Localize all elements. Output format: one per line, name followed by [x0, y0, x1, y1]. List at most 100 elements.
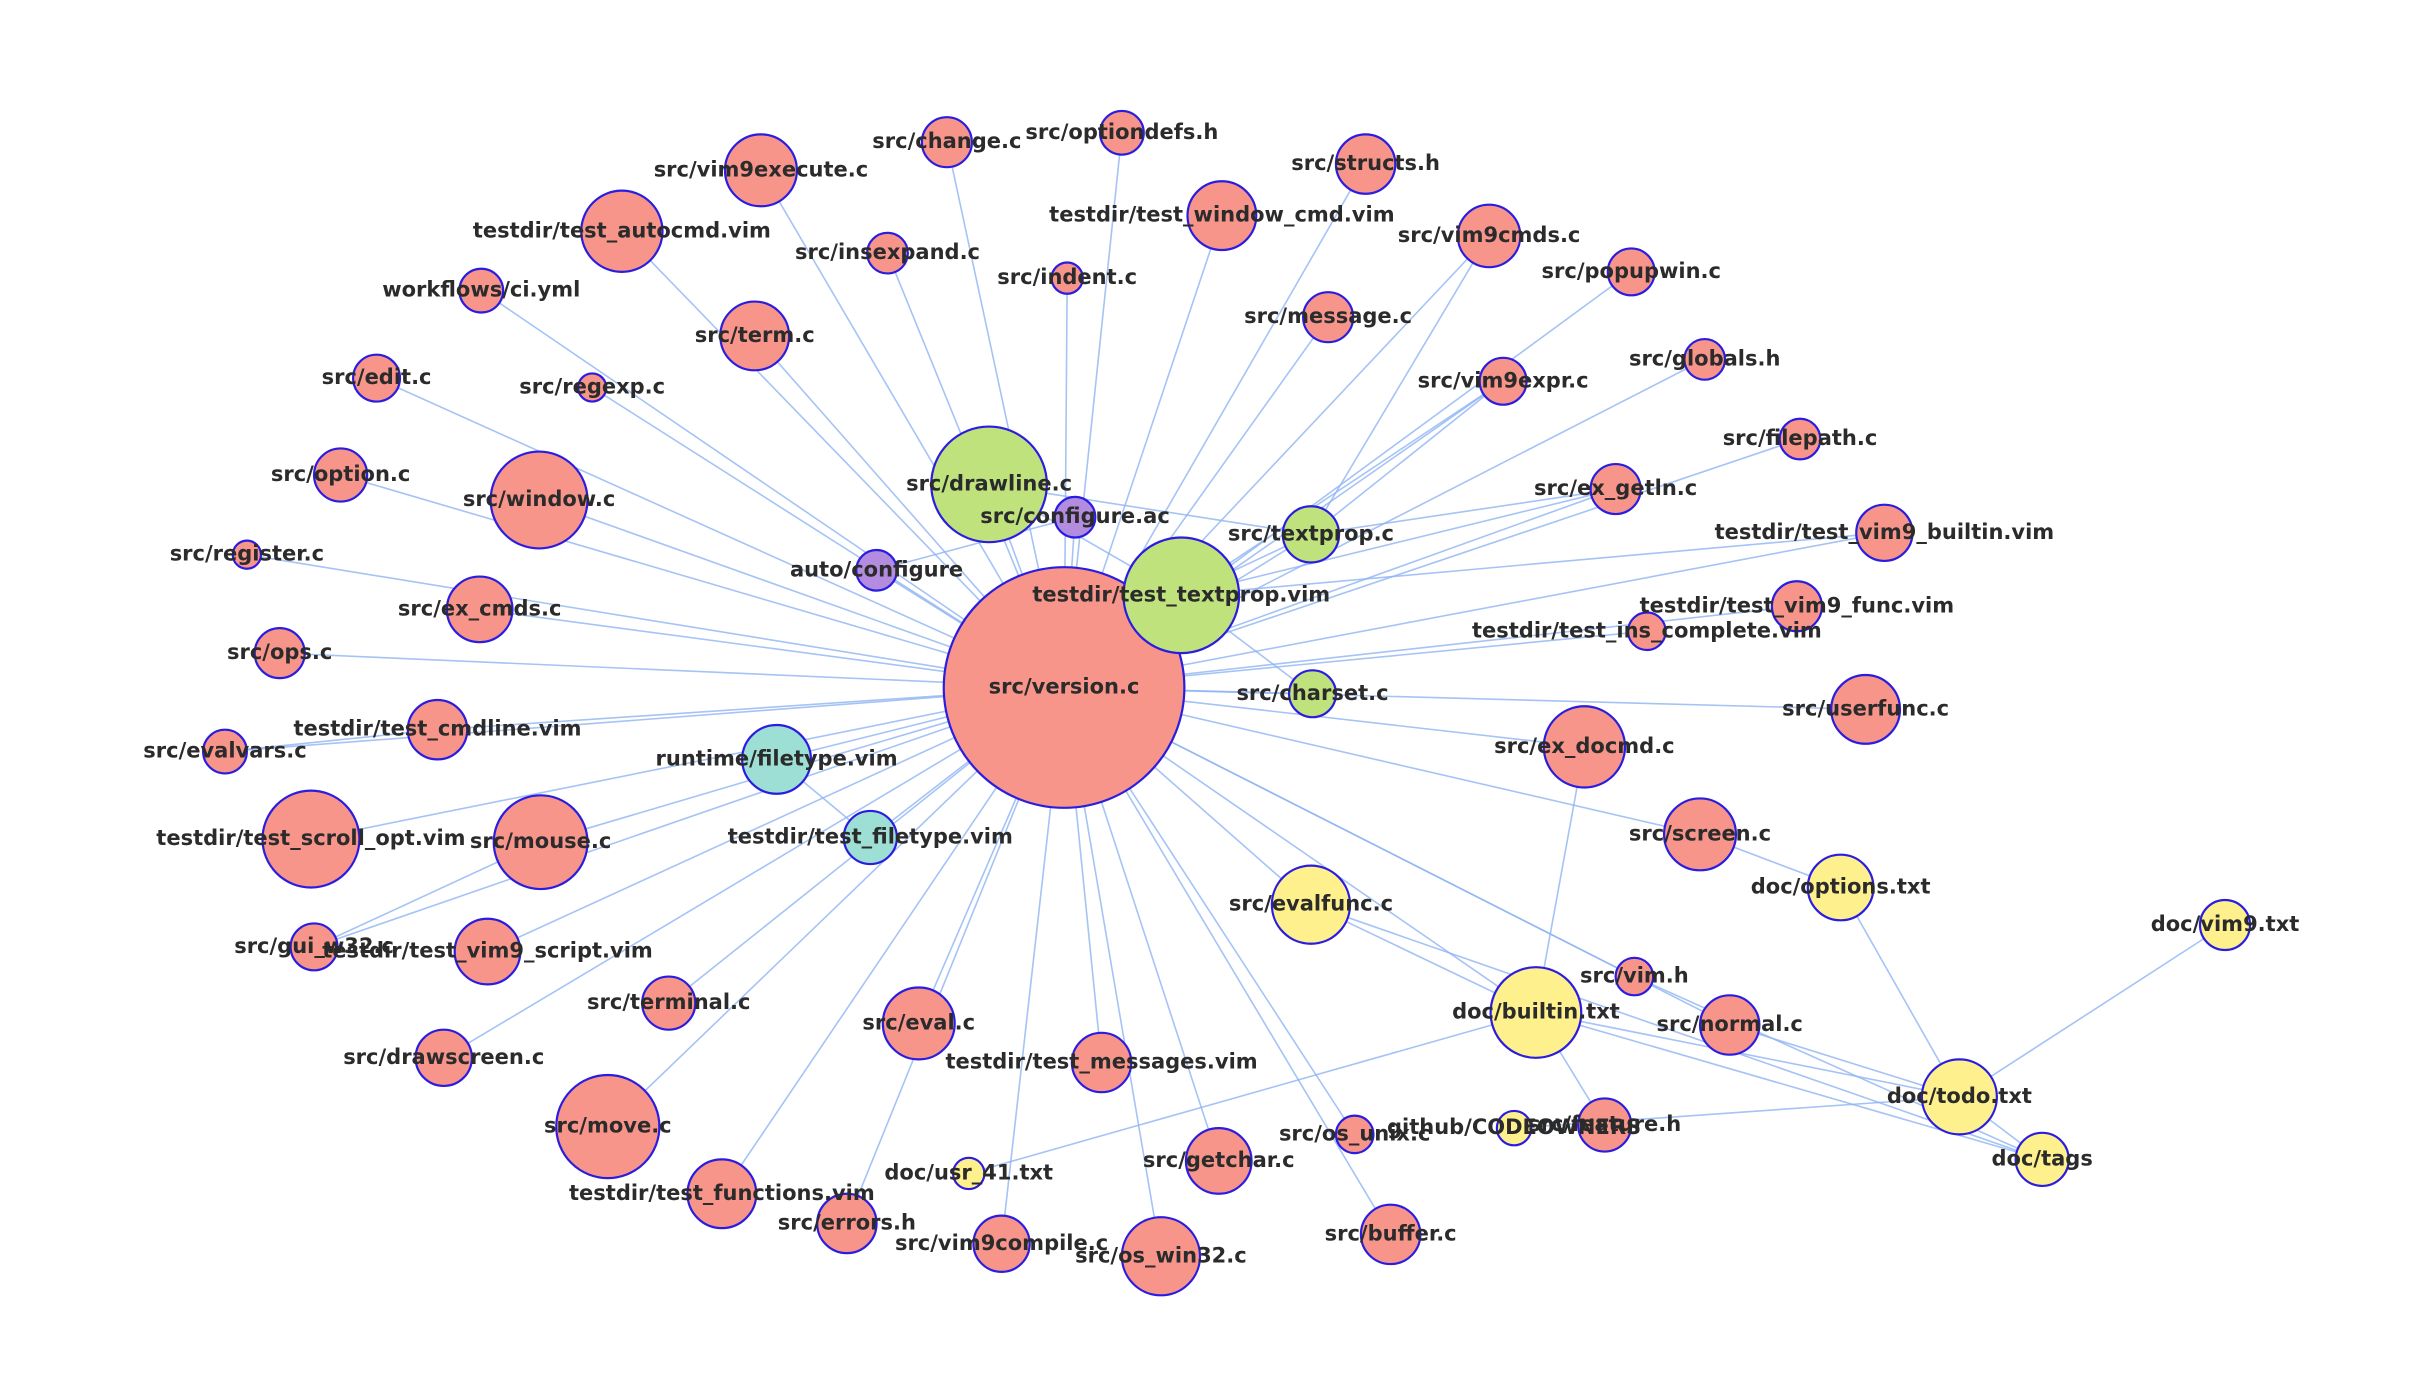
node-label-doc-usr-41-txt: doc/usr_41.txt: [884, 1160, 1053, 1184]
node-auto-configure[interactable]: [855, 548, 898, 592]
edge-src-version-c--testdir-test-scroll-opt-vim: [310, 686, 1065, 840]
edge-src-version-c--testdir-test-vim9-func-vim: [1063, 605, 1797, 689]
node-src-userfunc-c[interactable]: [1830, 673, 1902, 745]
node-testdir-test-functions-vim[interactable]: [686, 1158, 758, 1230]
node-src-indent-c[interactable]: [1050, 261, 1084, 295]
node-src-register-c[interactable]: [231, 539, 263, 570]
node-src-mouse-c[interactable]: [492, 794, 589, 891]
node-src-optiondefs-h[interactable]: [1098, 109, 1145, 156]
node-label-github-codeowners: github/CODEOWNERS: [1387, 1115, 1641, 1139]
node-src-evalvars-c[interactable]: [202, 728, 248, 775]
node-src-textprop-c[interactable]: [1281, 505, 1341, 564]
node-src-os-unix-c[interactable]: [1334, 1114, 1375, 1155]
node-testdir-test-scroll-opt-vim[interactable]: [261, 789, 361, 889]
edge-doc-builtin-txt--doc-todo-txt: [1535, 1011, 1960, 1098]
node-src-popupwin-c[interactable]: [1606, 247, 1656, 297]
node-src-structs-h[interactable]: [1334, 133, 1397, 195]
edge-doc-builtin-txt--doc-usr-41-txt: [968, 1011, 1537, 1175]
node-workflows-ci-yml[interactable]: [458, 267, 505, 314]
node-src-insexpand-c[interactable]: [866, 231, 909, 275]
node-label-src-edit-c: src/edit.c: [322, 365, 432, 389]
node-src-normal-c[interactable]: [1698, 994, 1761, 1056]
node-src-filepath-c[interactable]: [1778, 417, 1822, 461]
edge-src-vim9cmds-c--src-textprop-c: [1310, 235, 1490, 535]
label-layer: src/version.ctestdir/test_textprop.vimsr…: [143, 120, 2299, 1267]
node-src-move-c[interactable]: [555, 1073, 661, 1180]
edge-src-version-c--src-option-c: [340, 474, 1065, 689]
edge-src-configure-ac--auto-configure: [876, 516, 1076, 572]
node-src-window-c[interactable]: [489, 450, 589, 550]
node-doc-todo-txt[interactable]: [1920, 1058, 1998, 1136]
node-src-ex-docmd-c[interactable]: [1542, 705, 1627, 789]
node-doc-usr-41-txt[interactable]: [952, 1156, 986, 1191]
node-testdir-test-autocmd-vim[interactable]: [580, 189, 664, 273]
node-label-src-term-c: src/term.c: [695, 323, 815, 347]
node-src-message-c[interactable]: [1302, 291, 1355, 344]
node-label-src-terminal-c: src/terminal.c: [587, 990, 750, 1014]
node-src-vim9expr-c[interactable]: [1478, 356, 1528, 406]
edge-doc-todo-txt--doc-vim9-txt: [1958, 924, 2226, 1098]
node-label-testdir-test-vim9-script-vim: testdir/test_vim9_script.vim: [322, 939, 653, 963]
node-src-option-c[interactable]: [312, 447, 369, 503]
node-doc-options-txt[interactable]: [1806, 853, 1875, 922]
node-label-src-move-c: src/move.c: [544, 1114, 672, 1138]
node-src-ex-getln-c[interactable]: [1589, 462, 1642, 516]
node-label-src-change-c: src/change.c: [872, 129, 1021, 153]
node-src-edit-c[interactable]: [352, 353, 402, 403]
node-testdir-test-vim9-builtin-vim[interactable]: [1855, 503, 1914, 563]
node-src-getchar-c[interactable]: [1184, 1127, 1253, 1195]
node-label-testdir-test-functions-vim: testdir/test_functions.vim: [569, 1181, 875, 1205]
node-doc-vim9-txt[interactable]: [2198, 898, 2252, 952]
node-src-version-c[interactable]: [942, 566, 1186, 809]
node-github-codeowners[interactable]: [1495, 1109, 1533, 1147]
node-src-vim9execute-c[interactable]: [723, 133, 798, 208]
node-testdir-test-ins-complete-vim[interactable]: [1627, 611, 1667, 652]
node-doc-builtin-txt[interactable]: [1489, 966, 1583, 1059]
node-label-workflows-ci-yml: workflows/ci.yml: [382, 278, 580, 302]
node-src-vim9cmds-c[interactable]: [1456, 203, 1522, 269]
node-testdir-test-textprop-vim[interactable]: [1122, 536, 1241, 655]
node-src-charset-c[interactable]: [1287, 669, 1338, 719]
node-label-testdir-test-autocmd-vim: testdir/test_autocmd.vim: [473, 218, 771, 242]
node-testdir-test-vim9-script-vim[interactable]: [453, 917, 522, 986]
node-src-configure-ac[interactable]: [1053, 495, 1097, 539]
node-src-term-c[interactable]: [719, 300, 791, 372]
node-src-screen-c[interactable]: [1662, 797, 1738, 872]
node-src-vim-h[interactable]: [1614, 956, 1655, 997]
edge-src-version-c--testdir-test-vim9-builtin-vim: [1063, 532, 1885, 689]
node-src-terminal-c[interactable]: [641, 975, 697, 1031]
node-src-feature-h[interactable]: [1577, 1097, 1633, 1153]
node-src-buffer-c[interactable]: [1359, 1203, 1422, 1266]
node-label-src-os-unix-c: src/os_unix.c: [1279, 1121, 1430, 1145]
node-doc-tags[interactable]: [2014, 1131, 2070, 1188]
node-src-ops-c[interactable]: [253, 627, 306, 680]
node-src-gui-w32-c[interactable]: [289, 922, 339, 972]
edge-src-version-c--src-register-c: [246, 553, 1065, 689]
node-label-src-mouse-c: src/mouse.c: [470, 829, 611, 853]
node-src-regexp-c[interactable]: [577, 372, 608, 403]
edge-testdir-test-textprop-vim--src-ex-getln-c: [1181, 488, 1616, 597]
node-testdir-test-vim9-func-vim[interactable]: [1770, 580, 1823, 633]
node-src-vim9compile-c[interactable]: [972, 1214, 1031, 1273]
node-testdir-test-messages-vim[interactable]: [1070, 1031, 1133, 1094]
node-testdir-test-cmdline-vim[interactable]: [406, 698, 469, 761]
node-label-src-indent-c: src/indent.c: [997, 265, 1137, 289]
node-runtime-filetype-vim[interactable]: [741, 723, 813, 795]
node-src-eval-c[interactable]: [881, 986, 956, 1061]
node-src-change-c[interactable]: [920, 116, 973, 169]
node-src-os-win32-c[interactable]: [1120, 1216, 1202, 1297]
node-src-globals-h[interactable]: [1683, 337, 1727, 381]
node-src-errors-h[interactable]: [816, 1192, 878, 1255]
node-label-src-vim9expr-c: src/vim9expr.c: [1418, 368, 1589, 392]
node-src-drawscreen-c[interactable]: [414, 1028, 473, 1088]
node-src-drawline-c[interactable]: [930, 425, 1048, 544]
node-label-src-charset-c: src/charset.c: [1236, 681, 1388, 705]
node-label-src-drawline-c: src/drawline.c: [906, 471, 1072, 495]
node-src-ex-cmds-c[interactable]: [445, 575, 514, 644]
node-testdir-test-filetype-vim[interactable]: [842, 809, 898, 866]
node-testdir-test-window-cmd-vim[interactable]: [1186, 180, 1258, 252]
node-label-src-screen-c: src/screen.c: [1629, 821, 1771, 845]
node-src-evalfunc-c[interactable]: [1270, 864, 1352, 945]
node-label-src-optiondefs-h: src/optiondefs.h: [1025, 120, 1218, 144]
node-label-src-ex-cmds-c: src/ex_cmds.c: [398, 596, 562, 620]
